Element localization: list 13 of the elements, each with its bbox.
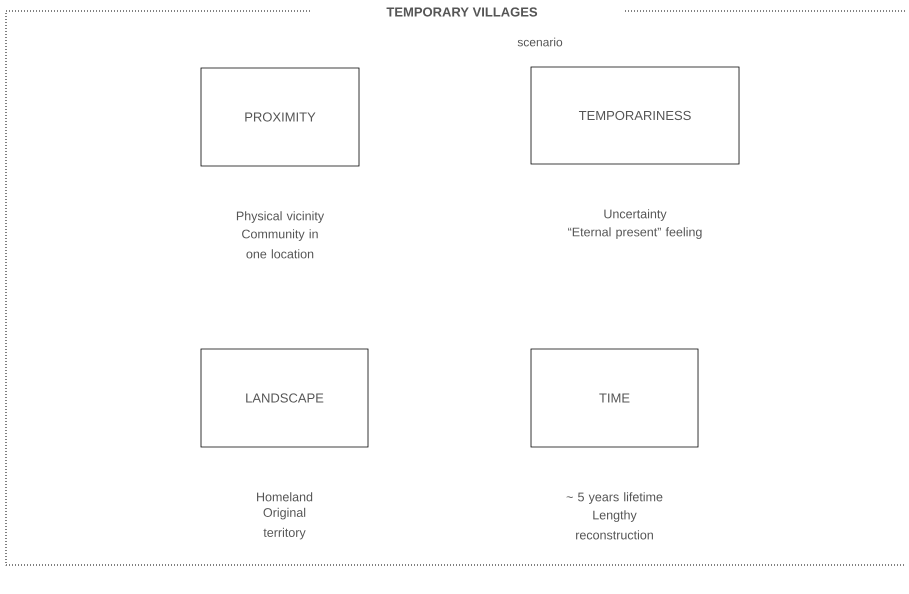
description: Uncertainty — [604, 209, 667, 221]
description: Community in one location — [242, 229, 318, 258]
concept-box: TEMPORARINESS — [530, 66, 740, 164]
description: ~ 5 years lifetime — [566, 492, 662, 504]
description: Physical vicinity — [236, 211, 324, 223]
subtitle: scenario — [518, 38, 562, 46]
description: Original territory — [264, 508, 306, 540]
concept-box: TIME — [530, 348, 698, 448]
description: Homeland — [257, 492, 312, 502]
description: Lengthy reconstruction — [576, 510, 653, 540]
concept-box: LANDSCAPE — [200, 348, 368, 448]
description: “Eternal present” feeling — [568, 227, 702, 239]
concept-box: PROXIMITY — [200, 68, 360, 166]
